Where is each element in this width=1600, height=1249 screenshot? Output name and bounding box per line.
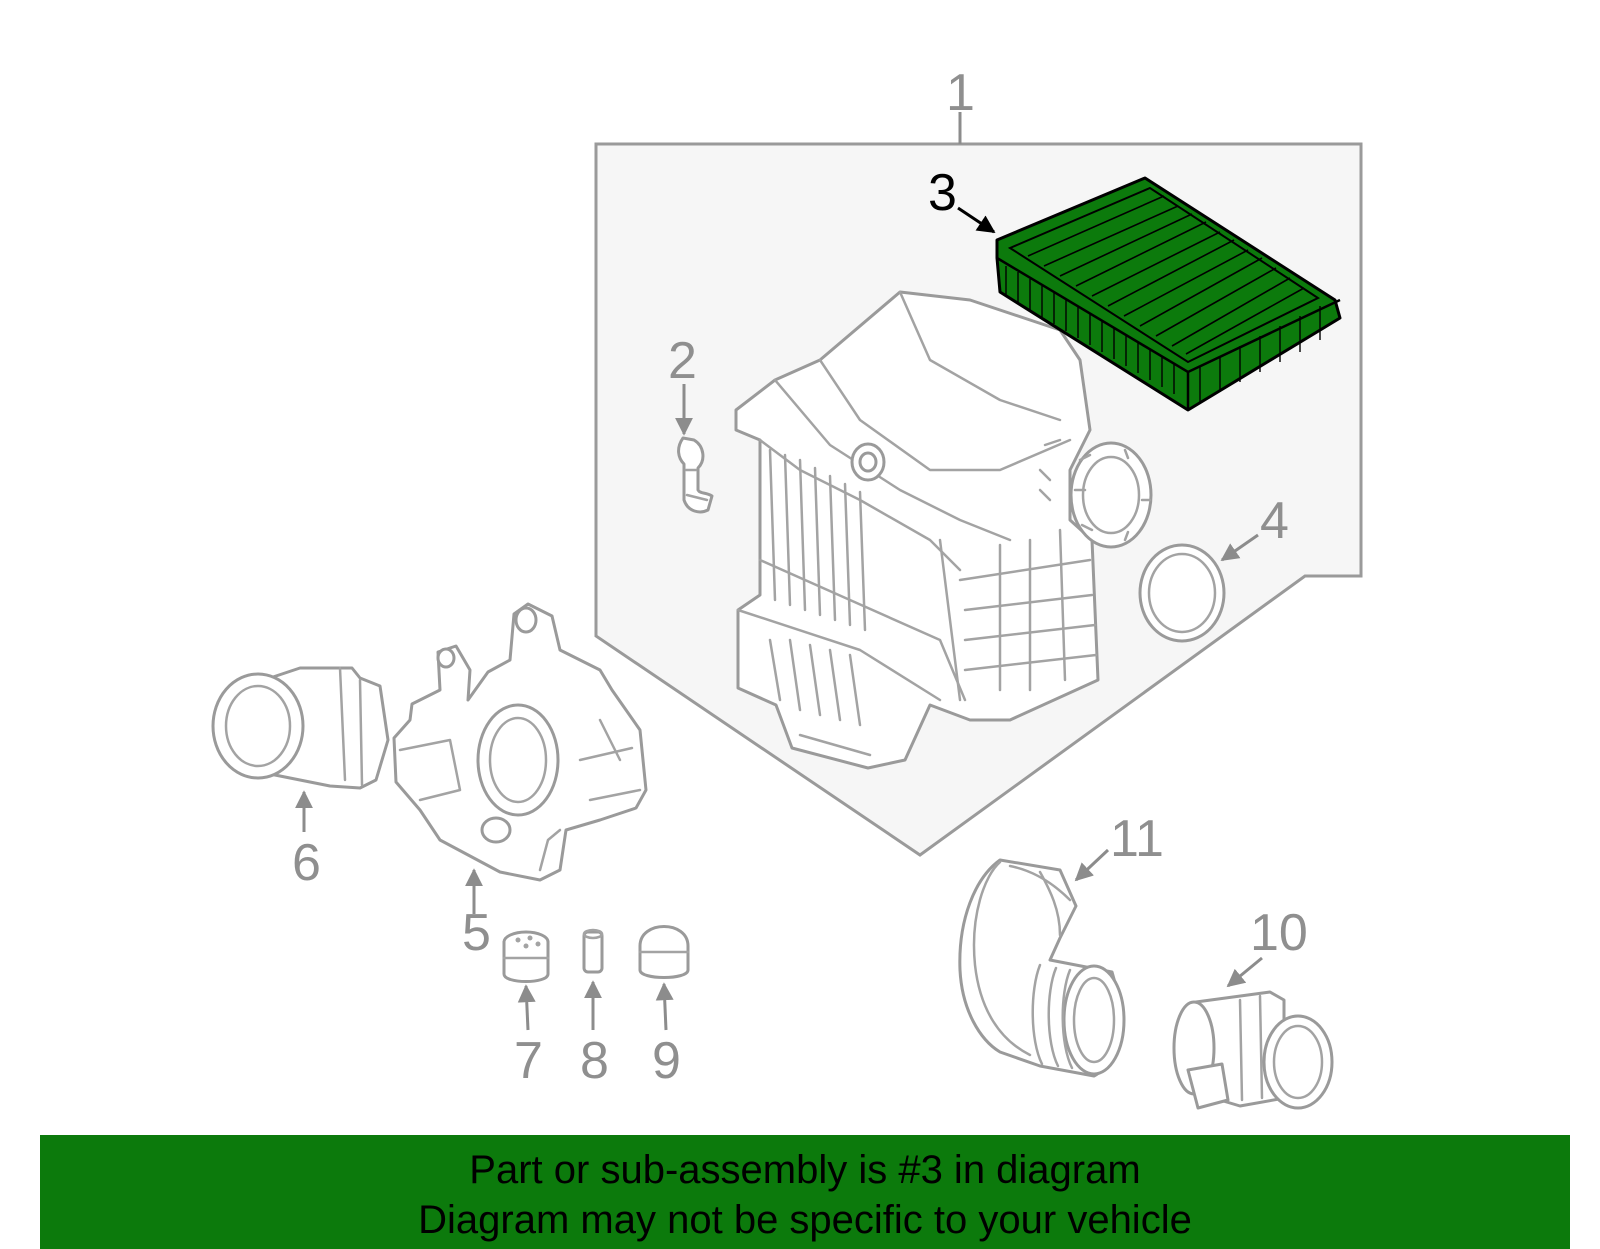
callout-10: 10 xyxy=(1250,904,1308,962)
leader-3 xyxy=(957,206,996,234)
leader-4 xyxy=(1220,533,1259,562)
air-filter-housing xyxy=(734,290,1153,770)
part-9-cap xyxy=(638,925,690,979)
callout-8: 8 xyxy=(580,1032,609,1090)
callout-4: 4 xyxy=(1260,492,1289,550)
part-3-air-filter xyxy=(995,176,1342,412)
part-7-grommet xyxy=(502,930,550,983)
banner-line-2: Diagram may not be specific to your vehi… xyxy=(418,1198,1192,1242)
callout-2: 2 xyxy=(668,332,697,390)
callout-3: 3 xyxy=(928,164,957,222)
callout-9: 9 xyxy=(652,1032,681,1090)
leader-10 xyxy=(1226,956,1263,988)
part-6-intake-boot xyxy=(211,666,390,790)
callout-5: 5 xyxy=(462,904,491,962)
leader-7 xyxy=(517,984,536,1031)
part-11-intake-hose xyxy=(958,858,1126,1078)
part-10-maf-sensor xyxy=(1172,990,1334,1110)
part-2-clip xyxy=(677,436,714,514)
info-banner: Part or sub-assembly is #3 in diagram Di… xyxy=(40,1135,1570,1249)
callout-11: 11 xyxy=(1110,810,1164,868)
leader-9 xyxy=(655,982,674,1031)
part-5-resonator xyxy=(392,602,648,882)
leader-11 xyxy=(1074,848,1110,882)
banner-line-1: Part or sub-assembly is #3 in diagram xyxy=(469,1148,1141,1192)
callout-1: 1 xyxy=(946,64,975,122)
part-4-seal-ring xyxy=(1138,543,1226,643)
callout-6: 6 xyxy=(292,834,321,892)
part-8-sleeve xyxy=(582,928,604,974)
callout-7: 7 xyxy=(514,1032,543,1090)
